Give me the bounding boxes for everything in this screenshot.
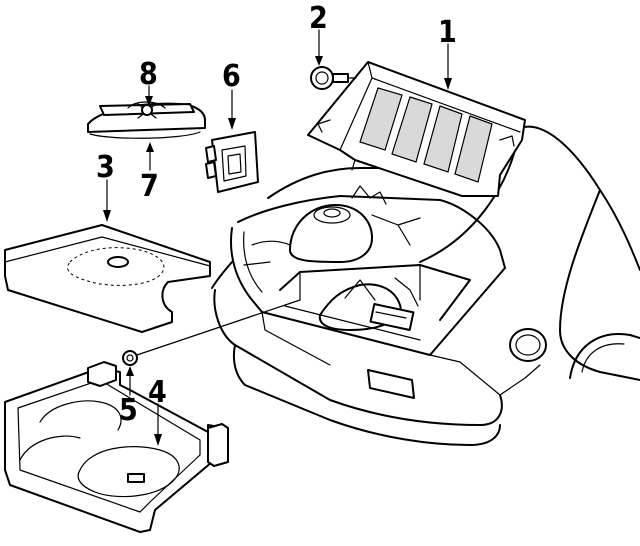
- nut-leader-line: [136, 299, 301, 356]
- car-rear-body: [211, 125, 640, 446]
- callout-leaders: [103, 29, 452, 446]
- callout-2: 2: [309, 1, 328, 36]
- part-6-bracket: [205, 131, 259, 193]
- part-5-wing-nut: [122, 350, 138, 366]
- callout-3: 3: [96, 150, 115, 185]
- part-7-lamp-housing: [87, 102, 206, 139]
- part-2-push-pin: [310, 66, 357, 90]
- callout-8: 8: [139, 57, 158, 92]
- part-8-lamp-bulb: [127, 101, 166, 119]
- callout-labels: 1 2 3 4 5 6 7 8: [96, 1, 457, 428]
- part-3-floor-mat: [4, 224, 211, 333]
- callout-7: 7: [140, 169, 159, 204]
- callout-4: 4: [148, 375, 167, 410]
- part-4-spare-tray: [4, 361, 229, 533]
- callout-1: 1: [438, 15, 457, 50]
- callout-5: 5: [119, 393, 138, 428]
- callout-6: 6: [222, 59, 241, 94]
- part-1-rear-panel: [307, 61, 526, 197]
